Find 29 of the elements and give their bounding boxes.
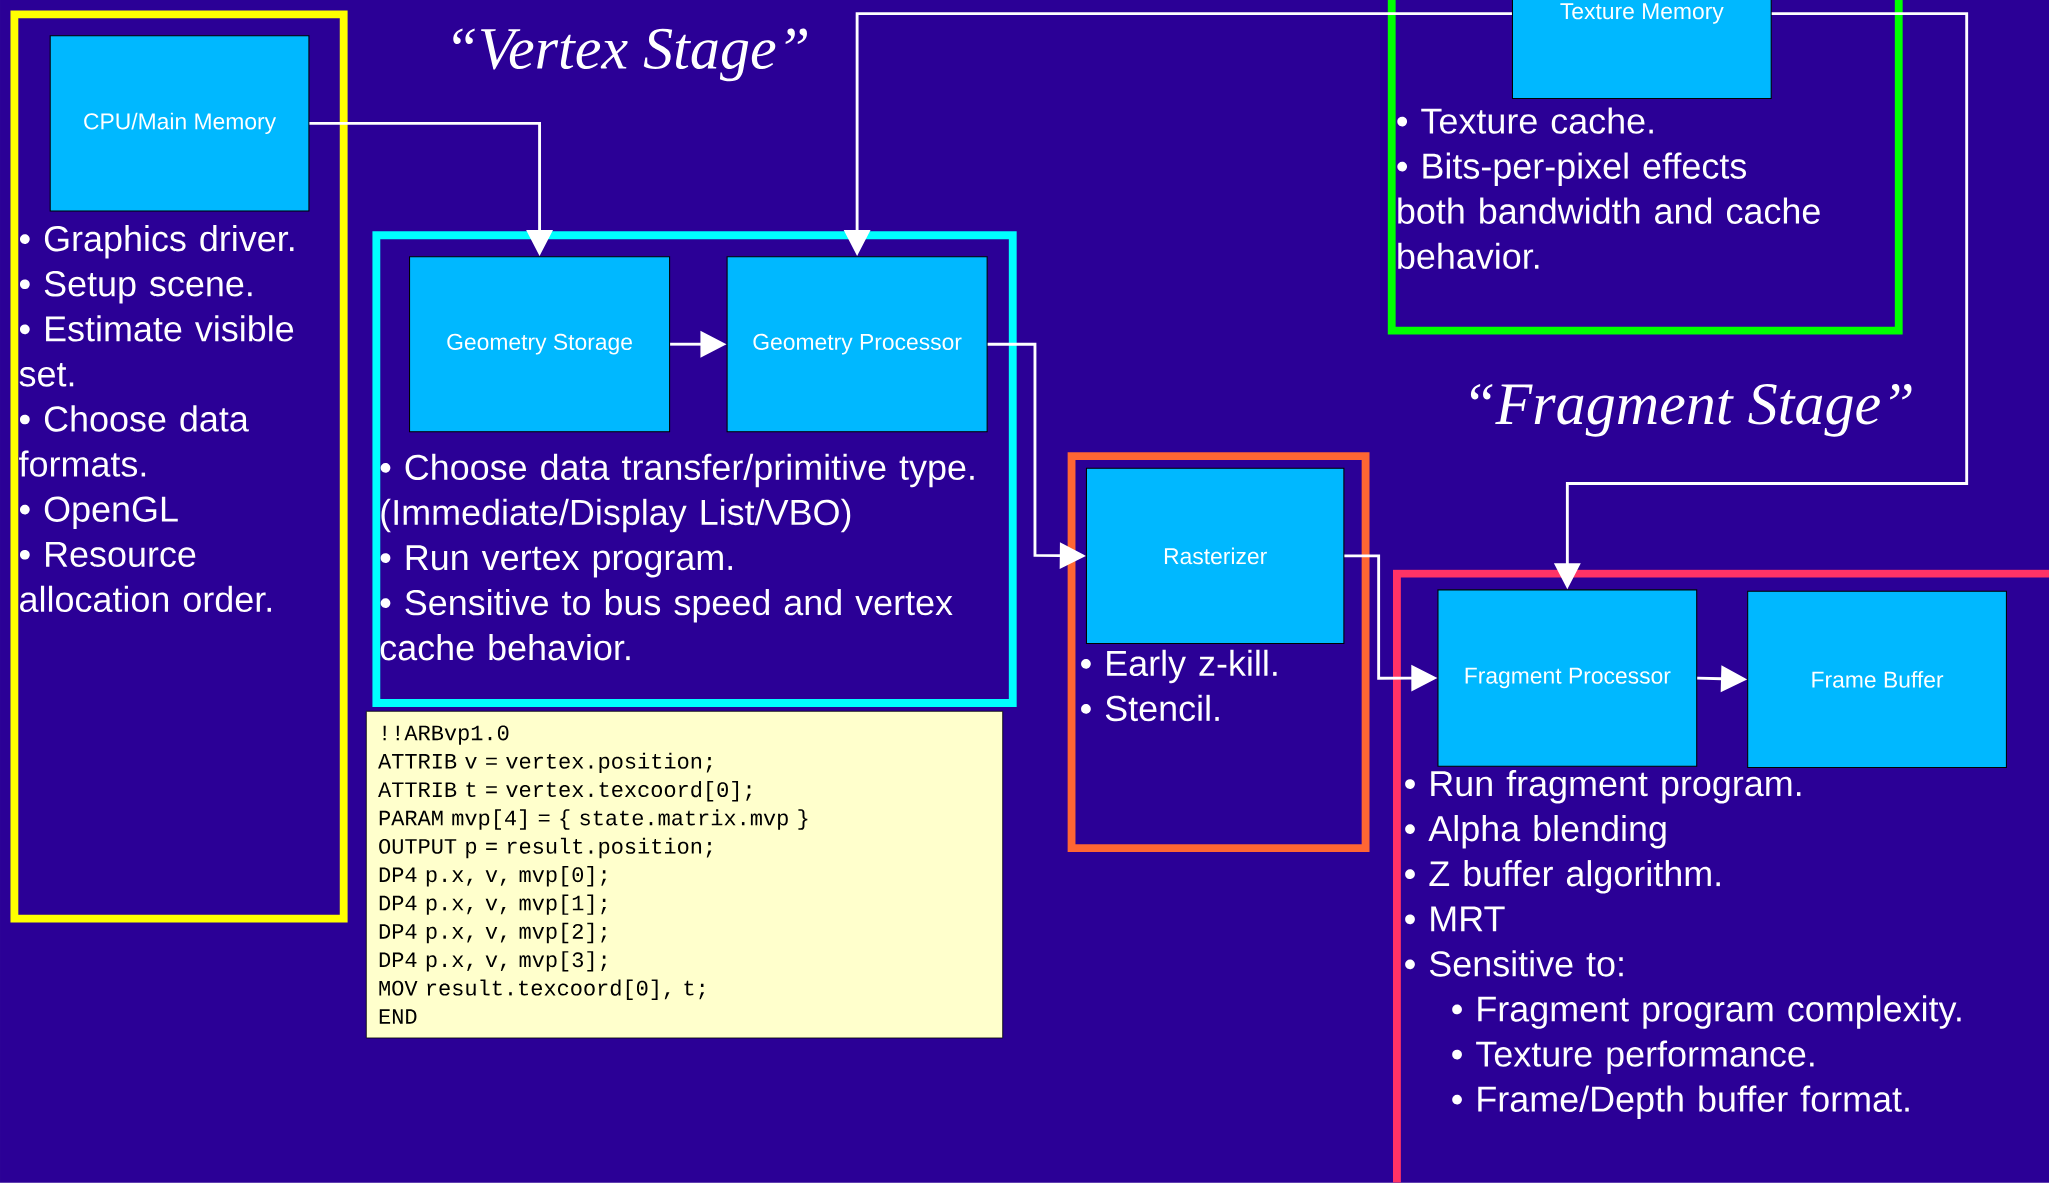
node-label: • Alpha blending	[1405, 815, 1666, 849]
node-label: • Fragment program complexity.	[1452, 995, 1961, 1030]
stage-title: “Vertex Stage”	[453, 28, 807, 82]
process-box: CPU/Main Memory	[49, 35, 310, 212]
node-label: • Setup scene.	[19, 271, 252, 304]
code-listing: !!ARBvp1.0 ATTRIB v = vertex.position; ATTRIB t = vertex.texcoord[0]; PARAM mvp[4] = { state.matrix.mvp } OUTPUT p = result.position; DP4 p.x, v, mvp[0]; DP4 p.x, v, mvp[1]; DP4 p.x, v, mvp[2]; DP4 p.x, v, mvp[3]; MOV result.texcoord[0], t; END	[365, 711, 1004, 1039]
process-box: Fragment Processor	[1437, 589, 1698, 767]
process-box: Rasterizer	[1085, 468, 1345, 645]
process-box: Geometry Storage	[409, 256, 671, 433]
node-label: • Estimate visible set.	[19, 315, 294, 387]
node-label: • Choose data formats.	[19, 405, 249, 478]
node-label: • Run fragment program.	[1405, 770, 1801, 804]
bullet-list: • Choose data transfer/primitive type. (Immediate/Display List/VBO) • Run vertex program. • Sensitive to bus speed and vertex cache behavior.	[380, 453, 974, 661]
bullet-list: • Early z-kill. • Stencil.	[1081, 649, 1277, 722]
node-label: • Resource allocation order.	[19, 542, 271, 613]
process-box: Frame Buffer	[1747, 590, 2007, 769]
process-box: Geometry Processor	[726, 256, 988, 433]
node-label: • Frame/Depth buffer format.	[1452, 1085, 1909, 1120]
stage-title: “Fragment Stage”	[1470, 384, 1912, 437]
node-label: • MRT	[1405, 906, 1505, 932]
node-label: • OpenGL	[19, 496, 178, 530]
node-label: • Z buffer algorithm.	[1405, 860, 1720, 894]
bullet-list: • Graphics driver. • Setup scene. • Estimate visible set. • Choose data formats. • OpenGL • Resource allocation order.	[19, 225, 294, 613]
bullet-list: • Texture cache. • Bits-per-pixel effects both bandwidth and cache behavior.	[1397, 107, 1820, 270]
node-label: • Texture performance.	[1452, 1040, 1814, 1075]
process-box: Texture Memory	[1511, 0, 1772, 100]
node-label: • Sensitive to:	[1405, 950, 1623, 977]
node-label: • Graphics driver.	[19, 225, 294, 259]
bullet-list: • Run fragment program. • Alpha blending • Z buffer algorithm. • MRT • Sensitive to: • Fragment program complexity. • Texture performance. • Frame/Depth buffer format.	[1405, 770, 1961, 1120]
